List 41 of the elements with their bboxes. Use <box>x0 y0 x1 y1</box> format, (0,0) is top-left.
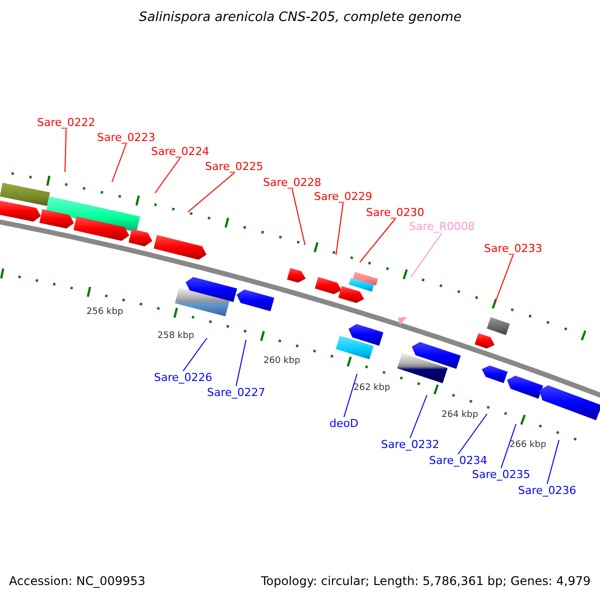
leader-line <box>410 232 442 278</box>
diagram-title: Salinispora arenicola CNS-205, complete genome <box>139 11 462 24</box>
leader-line <box>458 414 488 454</box>
scale-label: 258 kbp <box>158 330 194 343</box>
gene-label: Sare_0233 <box>484 242 542 255</box>
leader-line <box>182 338 208 372</box>
scale-label: 264 kbp <box>442 409 478 422</box>
gene-label: deoD <box>330 417 358 430</box>
scale-label: 262 kbp <box>354 382 390 395</box>
leader-line <box>64 128 67 172</box>
footer-text: Topology: circular; Length: 5,786,361 bp; Genes: 4,979 <box>261 575 591 588</box>
gene-label: Sare_0227 <box>207 386 266 399</box>
leader-line <box>112 144 127 182</box>
footer-text: Accession: NC_009953 <box>9 575 146 588</box>
scale-label: 266 kbp <box>510 439 546 452</box>
scale-label: 260 kbp <box>264 355 300 368</box>
gene-label: Sare_0228 <box>263 176 322 189</box>
leader-line <box>546 440 560 484</box>
gene-label: Sare_0222 <box>37 116 96 129</box>
leader-line <box>500 424 516 468</box>
leader-line <box>360 218 396 262</box>
gene-label: Sare_0225 <box>205 160 264 173</box>
gene-label: Sare_0232 <box>381 438 440 451</box>
leader-line <box>343 374 358 418</box>
gene-label: Sare_0226 <box>154 371 212 384</box>
gene-label: Sare_0230 <box>366 206 424 219</box>
gene-label: Sare_0234 <box>429 454 488 467</box>
gene-label: Sare_0224 <box>151 145 210 158</box>
leader-line <box>236 340 246 386</box>
leader-line <box>336 202 344 256</box>
gene-label: Sare_0236 <box>518 484 576 497</box>
scale-label: 256 kbp <box>86 306 124 319</box>
leader-line <box>410 394 428 438</box>
leader-line <box>292 188 306 246</box>
gene-label: Sare_0223 <box>97 131 156 144</box>
gene-label: Sare_0229 <box>314 190 372 203</box>
gene-label: Sare_R0008 <box>409 220 475 233</box>
leader-line <box>154 158 181 194</box>
gene-label: Sare_0235 <box>472 468 530 481</box>
leader-line <box>188 172 235 212</box>
leader-line <box>494 254 514 304</box>
